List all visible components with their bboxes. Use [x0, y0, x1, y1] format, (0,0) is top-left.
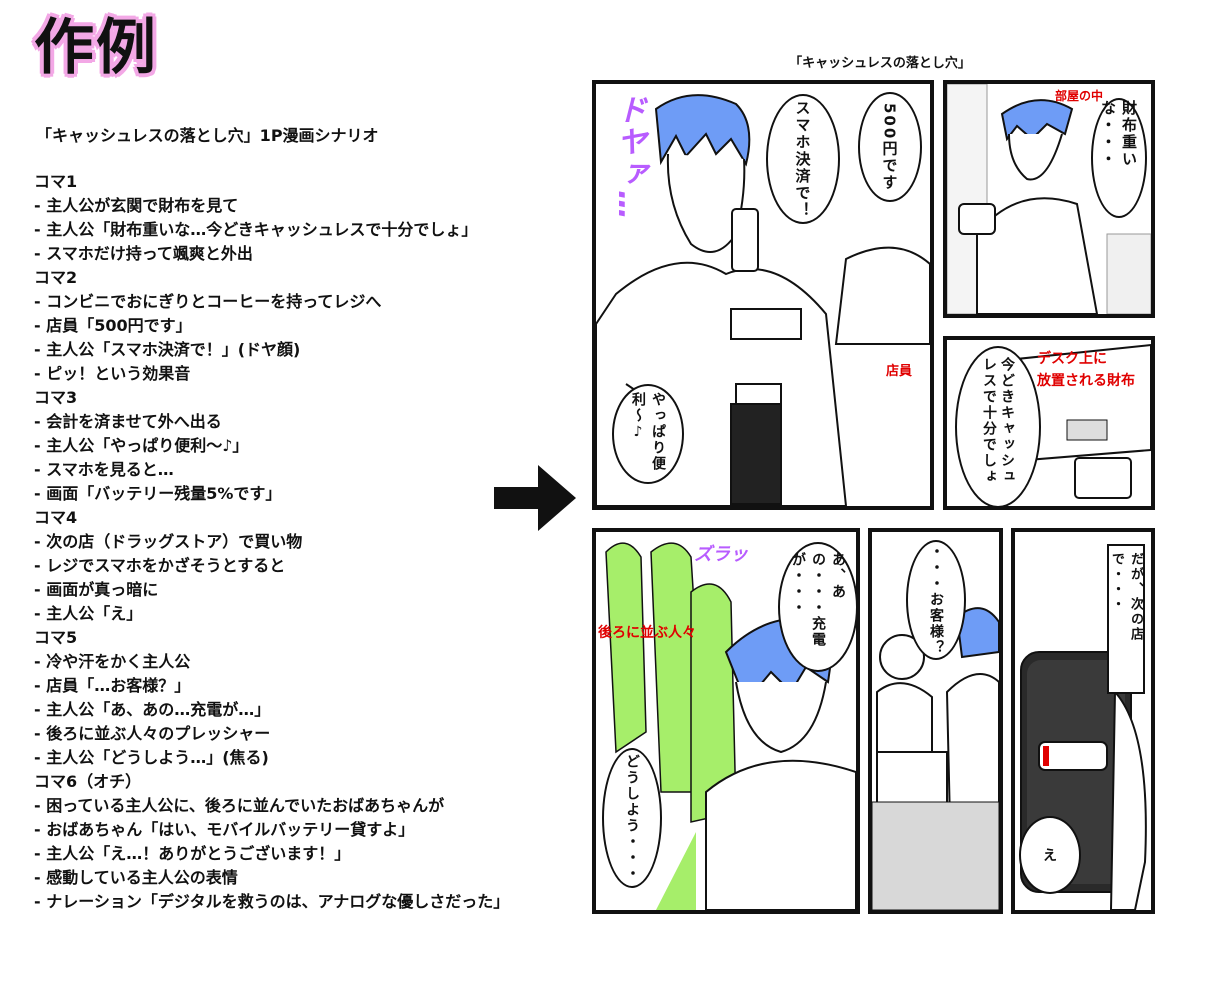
desk-wallet-illustration	[1005, 343, 1151, 499]
scenario-line: - 画面「バッテリー残量5%です」	[34, 484, 282, 503]
manga-panel-6: だが、次の店で・・・ え	[1011, 528, 1155, 914]
scenario-line: - 主人公「え…！ありがとうございます！」	[34, 844, 351, 863]
scenario-heading: コマ5	[34, 628, 78, 647]
scenario-line: - 冷や汗をかく主人公	[34, 652, 191, 671]
scenario-heading: コマ2	[34, 268, 78, 287]
speech-bubble: スマホ決済で！	[766, 94, 840, 224]
narration-box: だが、次の店で・・・	[1107, 544, 1145, 694]
speech-bubble: あ、あの・・・充電が・・・	[778, 542, 856, 672]
scenario-line: - ナレーション「デジタルを救うのは、アナログな優しさだった」	[34, 892, 510, 911]
speech-bubble: ・・・お客様？	[906, 540, 966, 660]
scenario-heading: コマ6（オチ）	[34, 772, 142, 791]
scenario-line: - スマホだけ持って颯爽と外出	[34, 244, 253, 263]
speech-bubble: 500円です	[858, 92, 922, 202]
panel-label: 店員	[886, 364, 913, 379]
sfx-zura: ズラッ	[694, 544, 748, 565]
scenario-line: - コンビニでおにぎりとコーヒーを持ってレジへ	[34, 292, 382, 311]
scenario-line: - おばあちゃん「はい、モバイルバッテリー貸すよ」	[34, 820, 415, 839]
scenario-line: - 次の店（ドラッグストア）で買い物	[34, 532, 303, 551]
scenario-line: - 店員「500円です」	[34, 316, 192, 335]
speech-bubble: え	[1019, 816, 1081, 894]
scenario-line: - レジでスマホをかざそうとすると	[34, 556, 286, 575]
scenario-heading: コマ4	[34, 508, 78, 527]
scenario-line: - 主人公「あ、あの…充電が…」	[34, 700, 271, 719]
speech-bubble: 財布重いな・・・	[1091, 98, 1147, 218]
manga-panel-2: 部屋の中 財布重いな・・・	[943, 80, 1155, 318]
panel-label-2: 放置される財布	[1037, 373, 1135, 389]
protagonist-wallet-illustration	[947, 84, 1151, 314]
manga-panel-1: ドヤァ… スマホ決済で！ 500円です やっぱり便利〜♪ 店員	[592, 80, 934, 510]
scenario-line: - 画面が真っ暗に	[34, 580, 159, 599]
scenario-heading: コマ3	[34, 388, 78, 407]
manga-title: 「キャッシュレスの落とし穴」	[789, 56, 971, 71]
scenario-line: - 後ろに並ぶ人々のプレッシャー	[34, 724, 271, 743]
scenario-title: 「キャッシュレスの落とし穴」1P漫画シナリオ	[36, 126, 379, 145]
manga-panel-3: 今どきキャッシュレスで十分でしょ デスク上に 放置される財布	[943, 336, 1155, 510]
scenario-line: - 会計を済ませて外へ出る	[34, 412, 222, 431]
scenario-line: - 主人公「スマホ決済で！」(ドヤ顔)	[34, 340, 301, 359]
panel-label: 後ろに並ぶ人々	[598, 625, 696, 641]
scenario-list: コマ1 - 主人公が玄関で財布を見て - 主人公「財布重いな…今どきキャッシュレスで…	[34, 170, 574, 914]
scenario-line: - 主人公「どうしよう…」(焦る)	[34, 748, 269, 767]
scenario-line: - 困っている主人公に、後ろに並んでいたおばあちゃんが	[34, 796, 445, 815]
clerk-customer-illustration	[872, 607, 999, 910]
scenario-line: - 主人公「やっぱり便利〜♪」	[34, 436, 249, 455]
page-title: 作例	[34, 13, 158, 83]
right-arrow-icon	[494, 465, 576, 531]
sfx-doya: ドヤァ…	[611, 94, 646, 222]
manga-panel-4: ズラッ 後ろに並ぶ人々 あ、あの・・・充電が・・・ どうしよう・・・	[592, 528, 860, 914]
panel-label: 部屋の中	[1055, 89, 1104, 103]
scenario-line: - スマホを見ると…	[34, 460, 174, 479]
scenario-line: - 主人公が玄関で財布を見て	[34, 196, 239, 215]
scenario-line: - ピッ！という効果音	[34, 364, 191, 383]
speech-bubble: どうしよう・・・	[602, 748, 662, 888]
scenario-line: - 店員「…お客様？」	[34, 676, 191, 695]
manga-panel-5: ・・・お客様？	[868, 528, 1003, 914]
scenario-line: - 感動している主人公の表情	[34, 868, 238, 887]
speech-bubble: 今どきキャッシュレスで十分でしょ	[955, 346, 1041, 506]
speech-bubble: やっぱり便利〜♪	[612, 384, 684, 484]
panel-label-1: デスク上に	[1037, 351, 1107, 367]
scenario-line: - 主人公「財布重いな…今どきキャッシュレスで十分でしょ」	[34, 220, 478, 239]
scenario-line: - 主人公「え」	[34, 604, 143, 623]
scenario-heading: コマ1	[34, 172, 78, 191]
